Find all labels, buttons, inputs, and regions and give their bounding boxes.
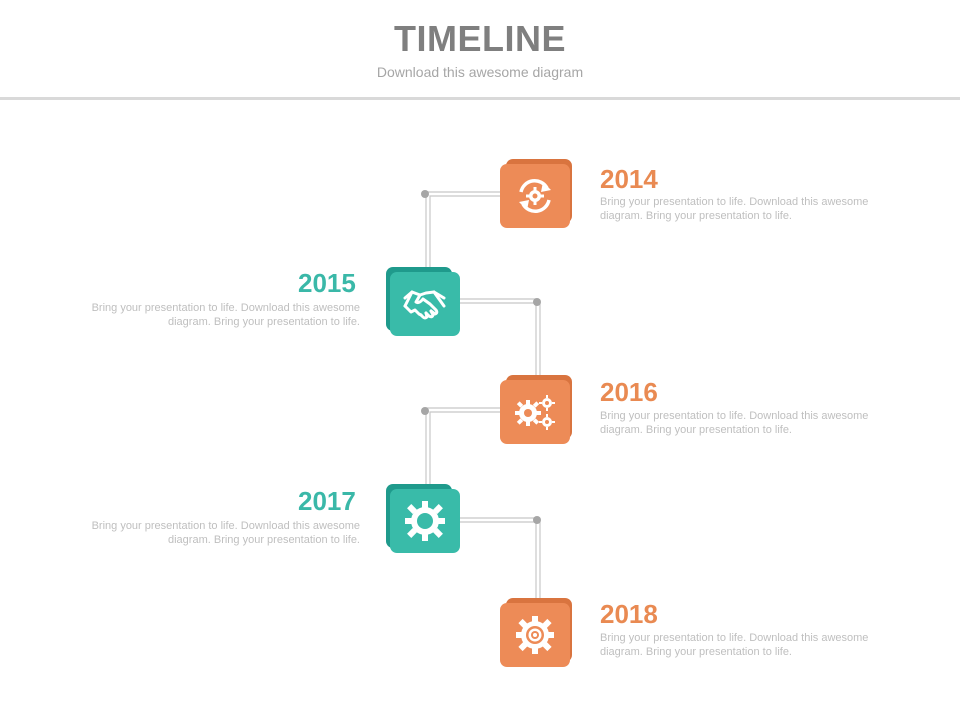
- connector-2015-2016: [460, 298, 541, 378]
- milestone-2018-text: Bring your presentation to life. Downloa…: [600, 632, 869, 658]
- milestone-2014-year: 2014: [600, 164, 658, 194]
- milestone-2014-text: Bring your presentation to life. Downloa…: [600, 196, 869, 222]
- milestone-2016-tile: [500, 375, 572, 444]
- connector-2014-2015: [425, 191, 500, 270]
- milestone-2017-tile: [386, 484, 460, 553]
- connector-2016-2017: [425, 407, 500, 486]
- page-title: TIMELINE: [394, 18, 566, 59]
- connector-dot: [421, 190, 429, 198]
- gears-icon: [515, 395, 555, 430]
- milestone-2015-tile: [386, 267, 460, 336]
- header: TIMELINE Download this awesome diagram: [0, 0, 960, 100]
- connector-dot: [533, 516, 541, 524]
- connector-dot: [533, 298, 541, 306]
- handshake-icon: [403, 290, 446, 320]
- gear-icon: [405, 501, 445, 541]
- milestone-2015-year: 2015: [298, 268, 356, 298]
- milestone-2016-text: Bring your presentation to life. Downloa…: [600, 410, 869, 436]
- target-gear-icon: [516, 616, 554, 654]
- milestone-2015-text: Bring your presentation to life. Downloa…: [91, 302, 360, 328]
- milestone-2014-tile: [500, 159, 572, 228]
- connector-dot: [421, 407, 429, 415]
- page-subtitle: Download this awesome diagram: [376, 64, 584, 80]
- header-divider: [0, 97, 960, 100]
- milestone-2018-year: 2018: [600, 599, 658, 629]
- milestone-2017-year: 2017: [298, 486, 356, 516]
- milestone-2018-tile: [500, 598, 572, 667]
- connector-2017-2018: [460, 517, 541, 601]
- refresh-gear-icon: [519, 179, 551, 213]
- milestone-2017-text: Bring your presentation to life. Downloa…: [91, 520, 360, 546]
- milestone-2016-year: 2016: [600, 377, 658, 407]
